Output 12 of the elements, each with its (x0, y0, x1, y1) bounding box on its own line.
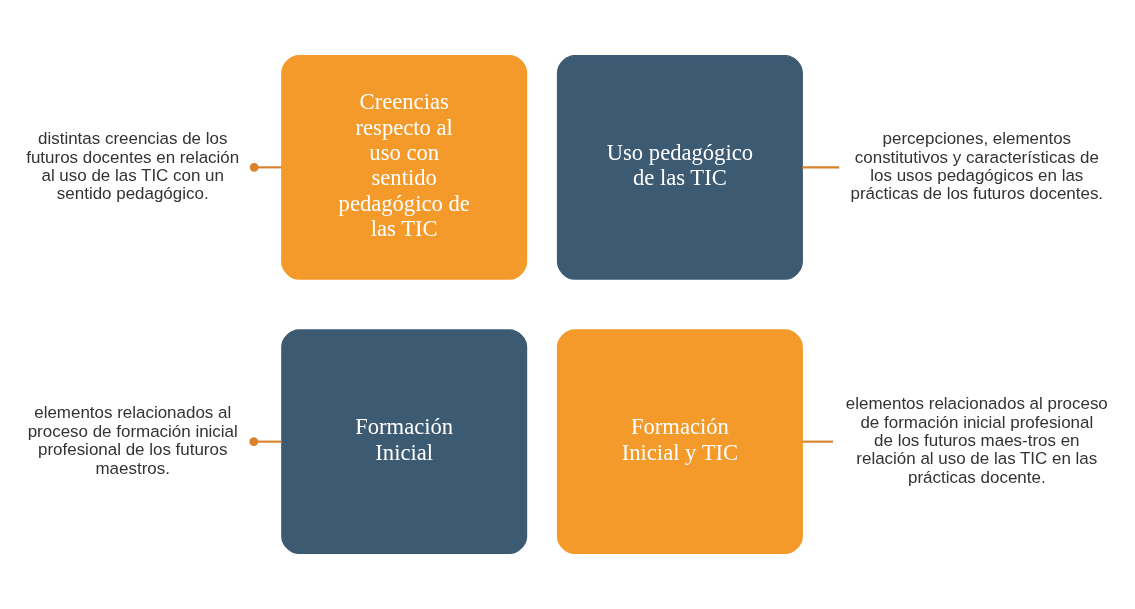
connector (249, 437, 282, 447)
node-text: elementos relacionados al proceso de formación inicial profesional de los futuros maestros. (27, 403, 238, 478)
node-box: Formación Inicial y TIC (556, 329, 803, 555)
node-box: Creencias respecto al uso con sentido pedagógico de las TIC (281, 54, 528, 280)
node-text: distintas creencias de los futuros docentes en relación al uso de las TIC con un sentido pedagógico. (26, 129, 240, 204)
node-box: Uso pedagógico de las TIC (556, 54, 803, 280)
connector (802, 440, 833, 443)
node-text: percepciones, elementos constitutivos y características de los usos pedagógicos en las prácticas de los futuros docentes. (850, 129, 1104, 204)
node-box: Formación Inicial (281, 329, 528, 555)
connector (249, 162, 282, 172)
connector (802, 166, 840, 169)
node-text: elementos relacionados al proceso de formación inicial profesional de los futuros maes-tros en relación al uso de las TIC en las prácticas docente. (845, 394, 1108, 487)
